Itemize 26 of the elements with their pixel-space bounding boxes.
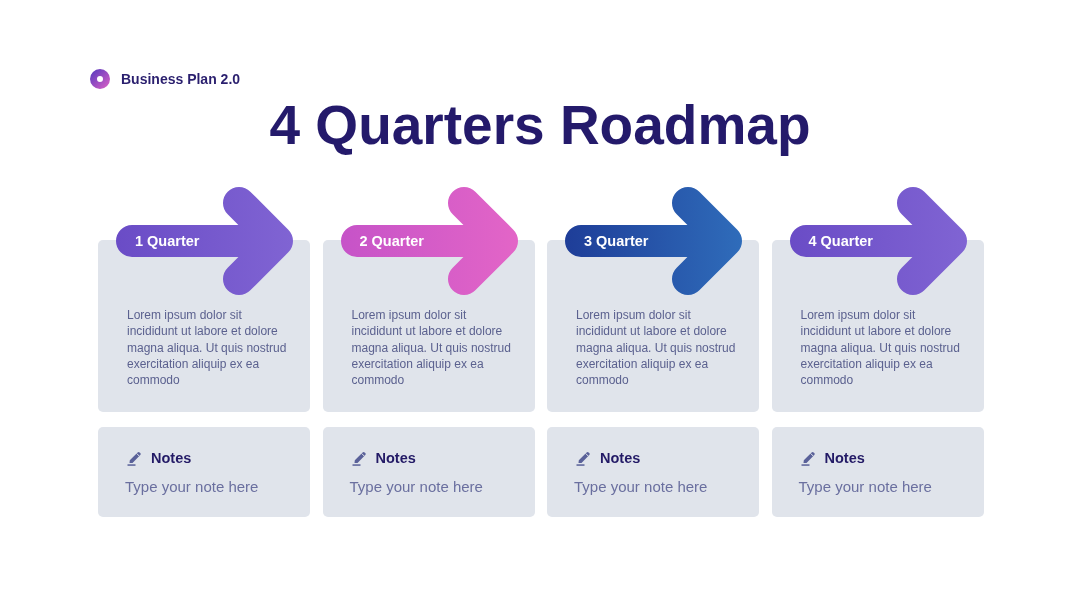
notes-heading: Notes <box>824 449 865 467</box>
notes-card <box>771 427 984 517</box>
arrow-banner <box>789 187 967 295</box>
notes-heading: Notes <box>151 449 192 467</box>
arrow-banner <box>565 187 742 295</box>
quarter-label: 3 Quarter <box>584 232 649 251</box>
note-input-field: Type your note here <box>798 477 971 497</box>
body-text: Lorem ipsum dolor sit incididunt ut labore et dolore magna aliqua. Ut quis nostrud exercitation aliquip ex ea commodo <box>127 307 287 389</box>
note-input-field: Type your note here <box>574 477 746 497</box>
arrow-banner <box>340 187 518 295</box>
notes-card <box>98 427 310 517</box>
title: 4 Quarters Roadmap <box>269 94 811 156</box>
quarter-label: 1 Quarter <box>135 232 200 251</box>
body-text: Lorem ipsum dolor sit incididunt ut labore et dolore magna aliqua. Ut quis nostrud exercitation aliquip ex ea commodo <box>576 307 736 389</box>
notes-heading: Notes <box>600 449 641 467</box>
body-text: Lorem ipsum dolor sit incididunt ut labore et dolore magna aliqua. Ut quis nostrud exercitation aliquip ex ea commodo <box>351 307 512 389</box>
note-input-field: Type your note here <box>349 477 522 497</box>
notes-card <box>547 427 759 517</box>
note-input-field: Type your note here <box>125 477 297 497</box>
body-text: Lorem ipsum dolor sit incididunt ut labore et dolore magna aliqua. Ut quis nostrud exercitation aliquip ex ea commodo <box>800 307 961 389</box>
notes-heading: Notes <box>375 449 416 467</box>
subtitle-text: Business Plan 2.0 <box>121 70 241 88</box>
quarter-label: 4 Quarter <box>808 232 873 251</box>
quarter-label: 2 Quarter <box>359 232 424 251</box>
arrow-banner <box>116 187 293 295</box>
notes-card <box>322 427 535 517</box>
